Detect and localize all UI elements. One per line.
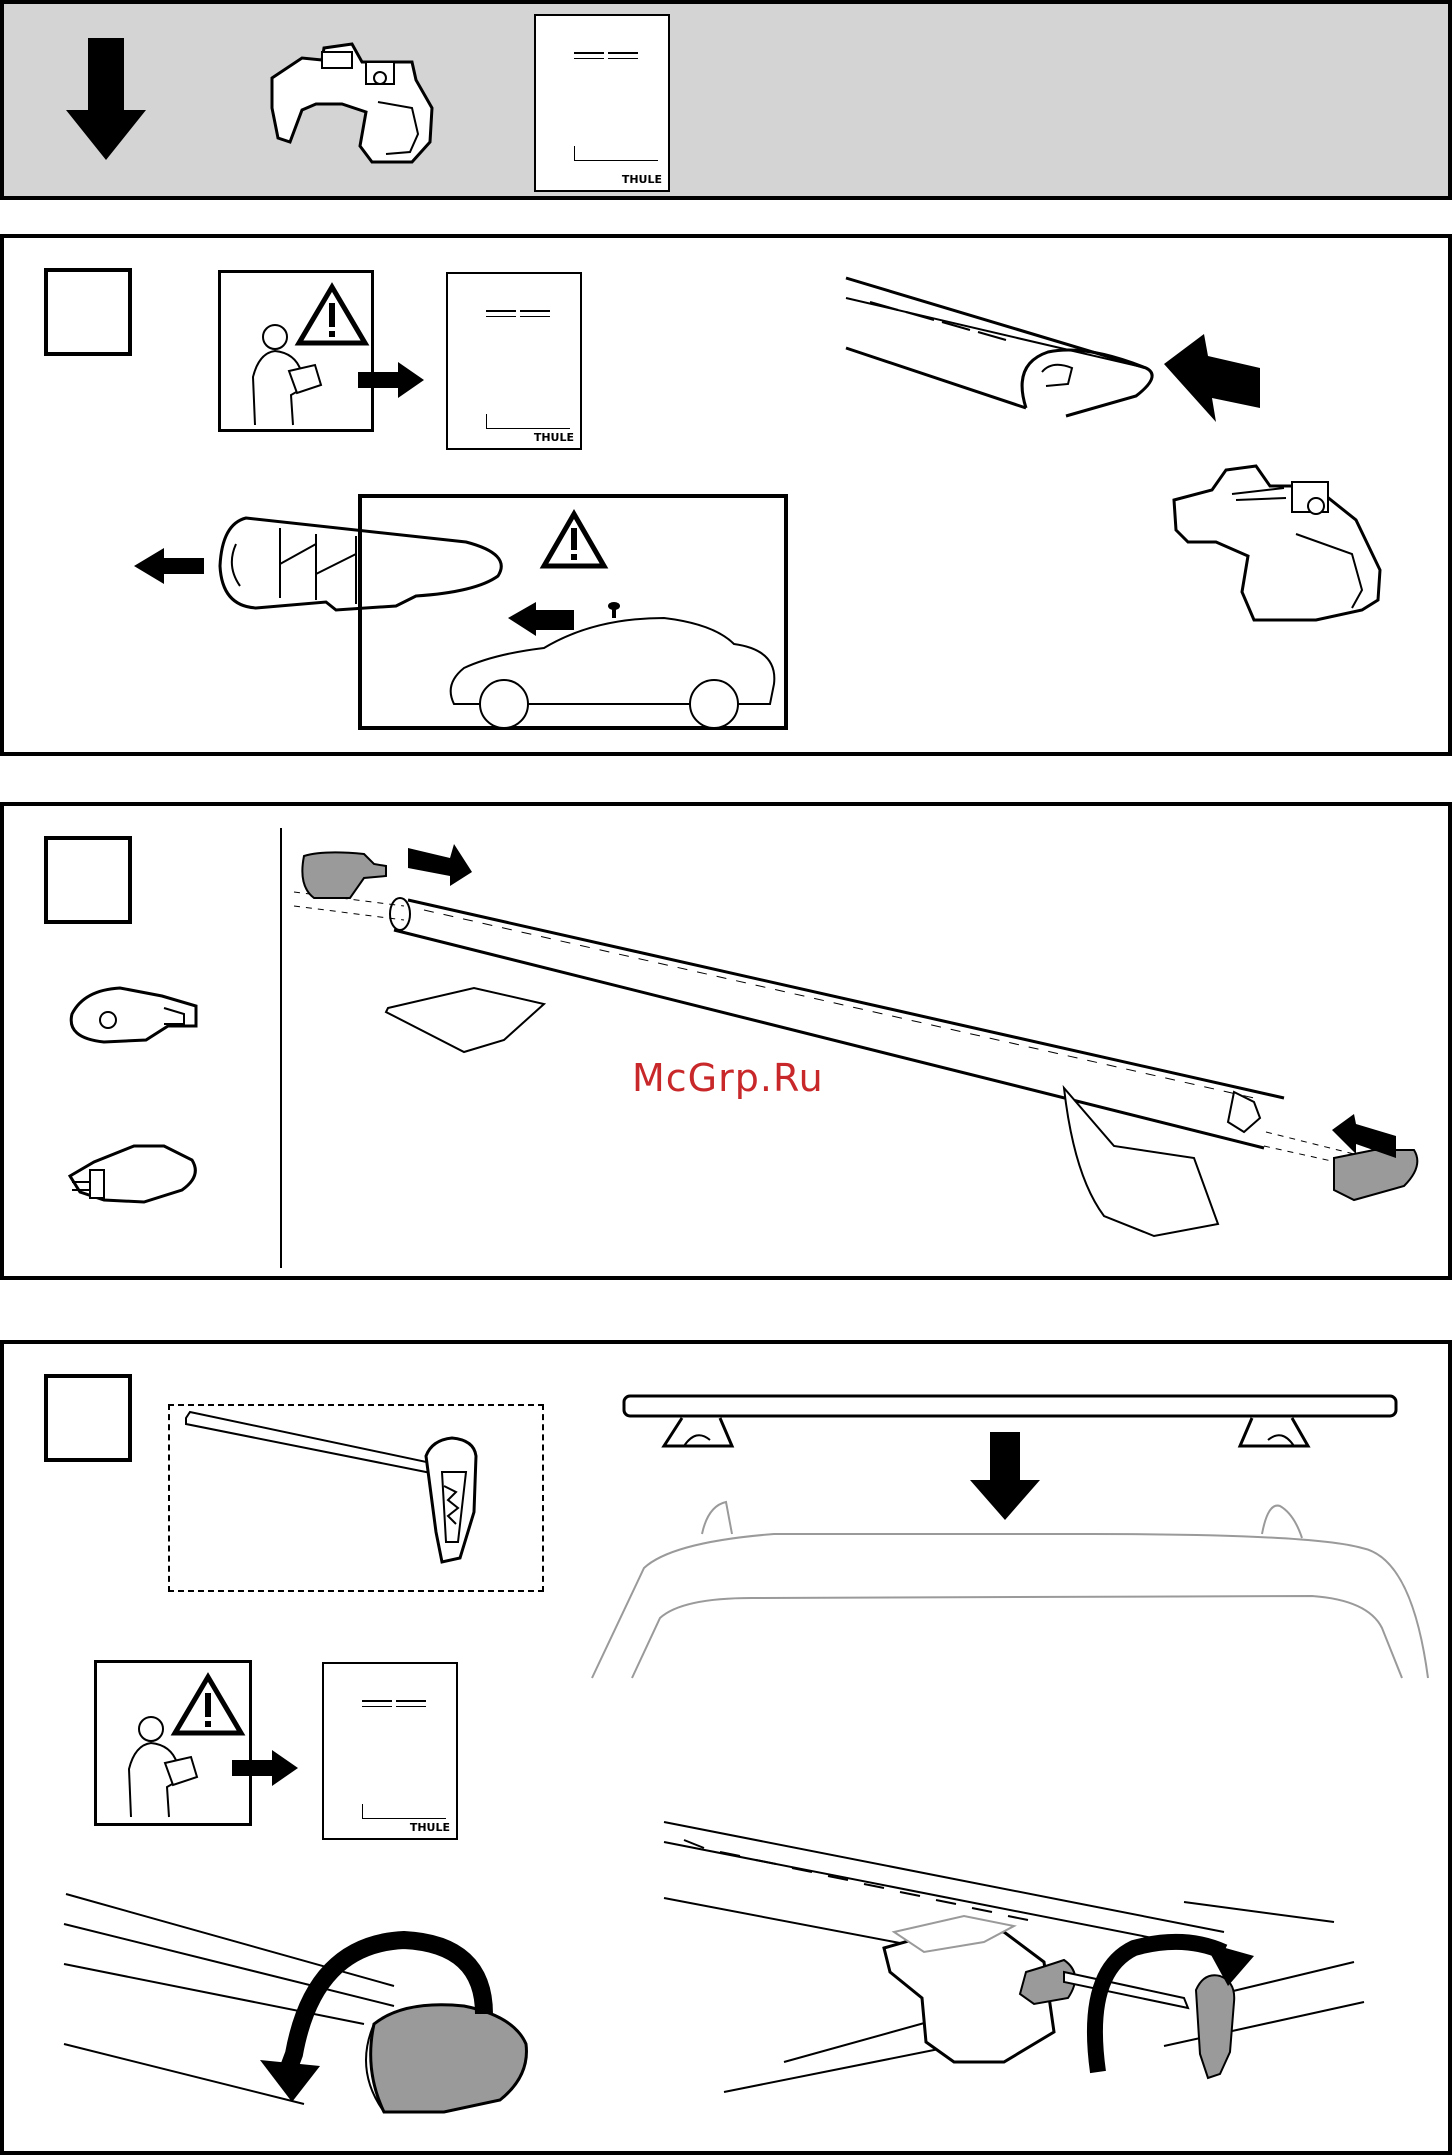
vehicle-warning-box — [358, 494, 788, 730]
manual-brand: THULE — [622, 173, 662, 186]
roof-bar-profile — [846, 278, 1166, 438]
arrow-right-icon — [358, 362, 428, 402]
read-manual-warning — [218, 270, 374, 432]
manual-brand: THULE — [534, 431, 574, 444]
torque-key-icon — [186, 1412, 516, 1582]
instruction-manual: THULE — [322, 1662, 458, 1840]
step-3-number-box — [44, 1374, 132, 1462]
person-reading-icon — [235, 321, 325, 431]
divider-line — [280, 828, 282, 1268]
read-manual-warning — [94, 1660, 252, 1826]
arrow-left-icon — [1164, 334, 1264, 424]
instruction-manual: THULE — [446, 272, 582, 450]
arrow-left-icon — [134, 548, 208, 588]
roof-foot-icon — [1166, 460, 1386, 630]
foot-tightening — [664, 1822, 1364, 2082]
arrow-right-icon — [406, 844, 476, 894]
step-3-panel: THULE — [0, 1340, 1452, 2155]
warning-icon — [542, 512, 606, 568]
roof-bar-assembly — [294, 836, 1434, 1236]
down-arrow-icon — [66, 38, 146, 168]
step-1-number-box — [44, 268, 132, 356]
tool-box — [168, 1404, 544, 1592]
car-silhouette — [444, 604, 784, 724]
bar-over-roof — [592, 1388, 1432, 1718]
watermark: McGrp.Ru — [632, 1056, 824, 1100]
end-cap-rotate — [64, 1894, 544, 2154]
manual-brand: THULE — [410, 1821, 450, 1834]
instruction-manual: THULE — [534, 14, 670, 192]
arrow-right-icon — [232, 1750, 302, 1790]
arrow-left-icon — [1332, 1114, 1402, 1164]
end-cap-closed-icon — [64, 1140, 204, 1210]
step-2-panel — [0, 802, 1452, 1280]
person-reading-icon — [111, 1713, 201, 1823]
step-1-panel: THULE — [0, 234, 1452, 756]
roof-foot-icon — [262, 38, 432, 173]
step-2-number-box — [44, 836, 132, 924]
end-cap-open-icon — [64, 982, 204, 1052]
header-panel: THULE — [0, 0, 1452, 200]
